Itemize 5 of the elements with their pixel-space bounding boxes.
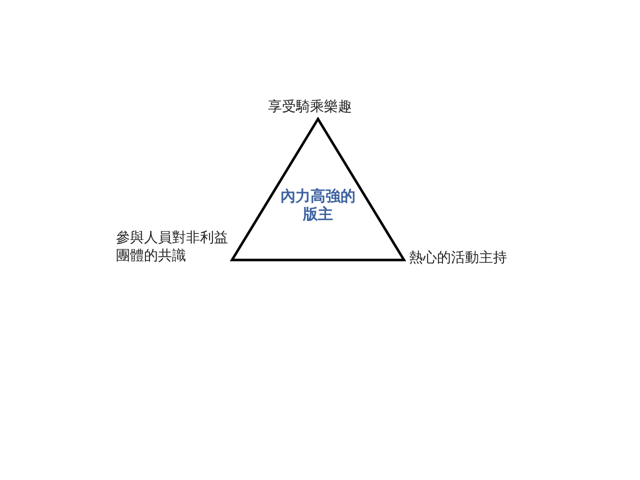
triangle-shape bbox=[230, 117, 406, 262]
vertex-label: 享受騎乘樂趣 bbox=[268, 98, 353, 116]
center-label: 內力高強的版主 bbox=[280, 187, 356, 223]
vertex-label: 參與人員對非利益團體的共識 bbox=[116, 229, 228, 265]
vertex-label: 熱心的活動主持 bbox=[409, 249, 508, 267]
